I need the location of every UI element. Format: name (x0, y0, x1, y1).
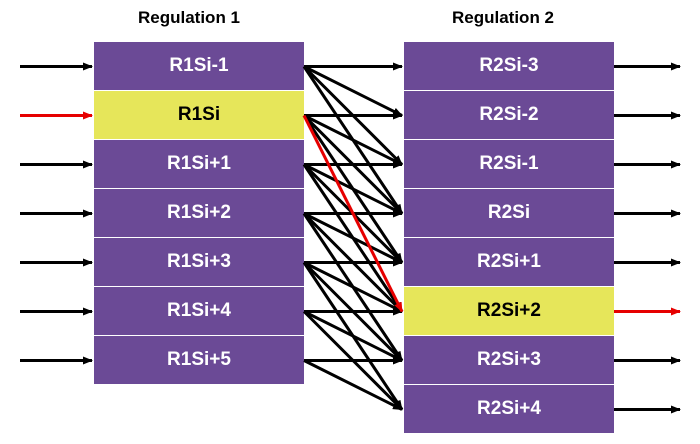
regulation2-cell: R2Si+1 (404, 238, 614, 287)
regulation1-cell: R1Si+5 (94, 336, 304, 385)
regulation2-cell: R2Si+4 (404, 385, 614, 434)
regulation2-cell: R2Si (404, 189, 614, 238)
regulation2-cell: R2Si+3 (404, 336, 614, 385)
regulation1-cell: R1Si+4 (94, 287, 304, 336)
connection-arrow (303, 163, 403, 215)
connection-arrow (303, 65, 403, 117)
connection-arrow (303, 359, 403, 411)
regulation2-cell: R2Si-3 (404, 42, 614, 91)
regulation1-cell: R1Si-1 (94, 42, 304, 91)
regulation1-cell: R1Si (94, 91, 304, 140)
connection-arrow (303, 114, 403, 166)
regulation-2-title: Regulation 2 (452, 8, 555, 27)
connection-arrow (303, 212, 403, 264)
regulation2-cell: R2Si+2 (404, 287, 614, 336)
regulation2-cell: R2Si-2 (404, 91, 614, 140)
regulation2-cell: R2Si-1 (404, 140, 614, 189)
connection-arrow (303, 261, 403, 313)
highlighted-connection-arrow (302, 114, 404, 313)
regulation1-cell: R1Si+2 (94, 189, 304, 238)
connection-arrow (303, 310, 403, 362)
regulation1-cell: R1Si+1 (94, 140, 304, 189)
regulation-1-title: Regulation 1 (138, 8, 241, 27)
regulation1-cell: R1Si+3 (94, 238, 304, 287)
